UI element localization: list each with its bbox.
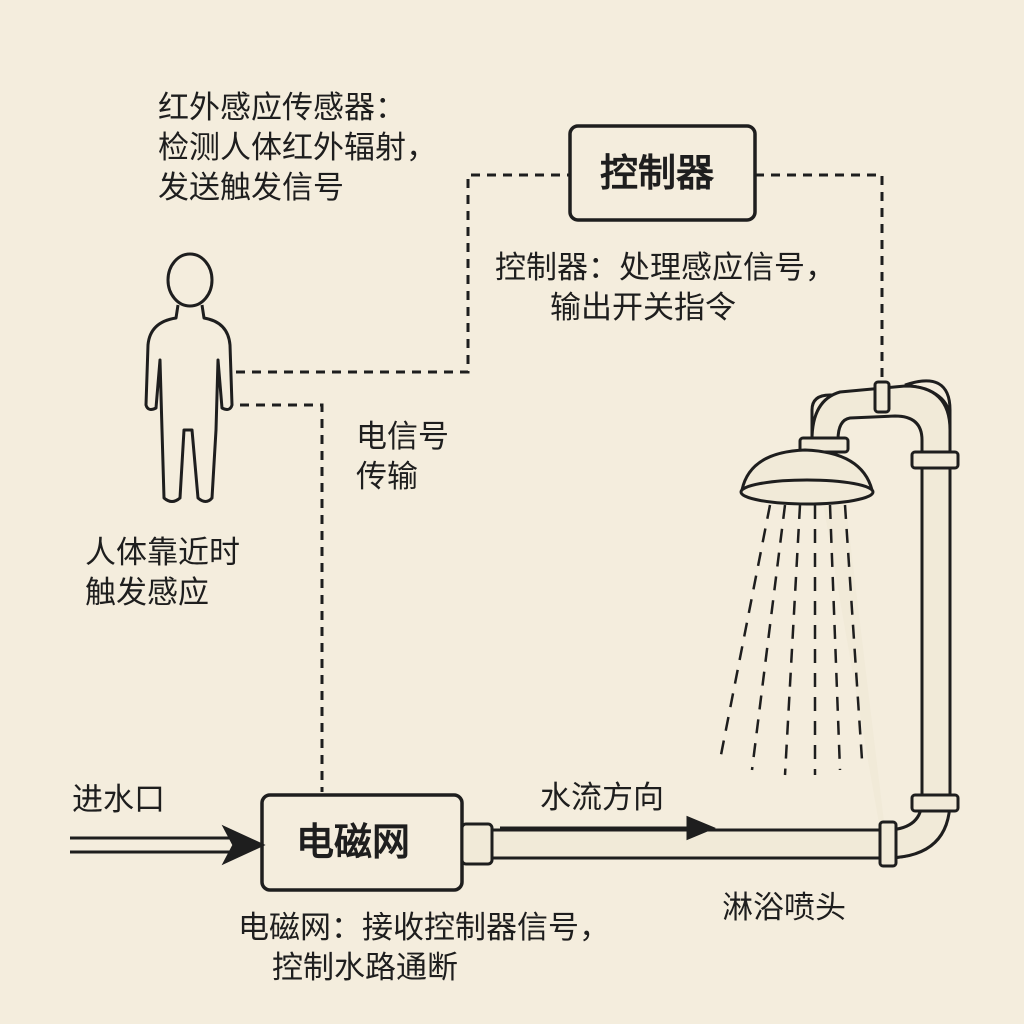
dashed-signal-sensor-to-controller [236, 173, 570, 374]
person-line-2: 触发感应 [85, 575, 209, 611]
inlet-pipe [70, 824, 266, 866]
signal-line-1: 电信号 [356, 419, 449, 455]
inlet-label: 进水口 [72, 782, 165, 818]
signal-line-2: 传输 [356, 459, 418, 495]
water-pipe [460, 379, 960, 868]
signal-transmission-label: 电信号 传输 [356, 417, 449, 497]
valve-desc-line-1: 电磁网：接收控制器信号， [238, 910, 610, 946]
person-trigger-label: 人体靠近时 触发感应 [85, 533, 240, 613]
controller-desc-line-1: 控制器：处理感应信号， [495, 250, 836, 286]
controller-description: 控制器：处理感应信号， 输出开关指令 [495, 248, 836, 328]
controller-desc-line-2: 输出开关指令 [550, 290, 736, 326]
sensor-line-1: 红外感应传感器： [158, 90, 406, 126]
sensor-line-3: 发送触发信号 [158, 170, 344, 206]
person-line-1: 人体靠近时 [85, 535, 240, 571]
sensor-line-2: 检测人体红外辐射， [158, 130, 437, 166]
shower-head-label: 淋浴喷头 [722, 890, 846, 926]
valve-label: 电磁网 [296, 820, 411, 864]
dashed-signal-sensor-to-valve [240, 403, 324, 792]
flow-arrow [500, 815, 716, 841]
shower-head-icon [718, 448, 875, 776]
valve-description: 电磁网：接收控制器信号， 控制水路通断 [238, 908, 610, 988]
inlet-arrow-icon [221, 824, 266, 866]
flow-arrow-head-icon [686, 815, 716, 841]
controller-label: 控制器 [600, 151, 715, 195]
person-icon [144, 252, 234, 503]
valve-desc-line-2: 控制水路通断 [272, 950, 458, 986]
sensor-description: 红外感应传感器： 检测人体红外辐射， 发送触发信号 [158, 88, 437, 208]
controller-box [568, 124, 757, 222]
flow-direction-label: 水流方向 [540, 780, 664, 816]
